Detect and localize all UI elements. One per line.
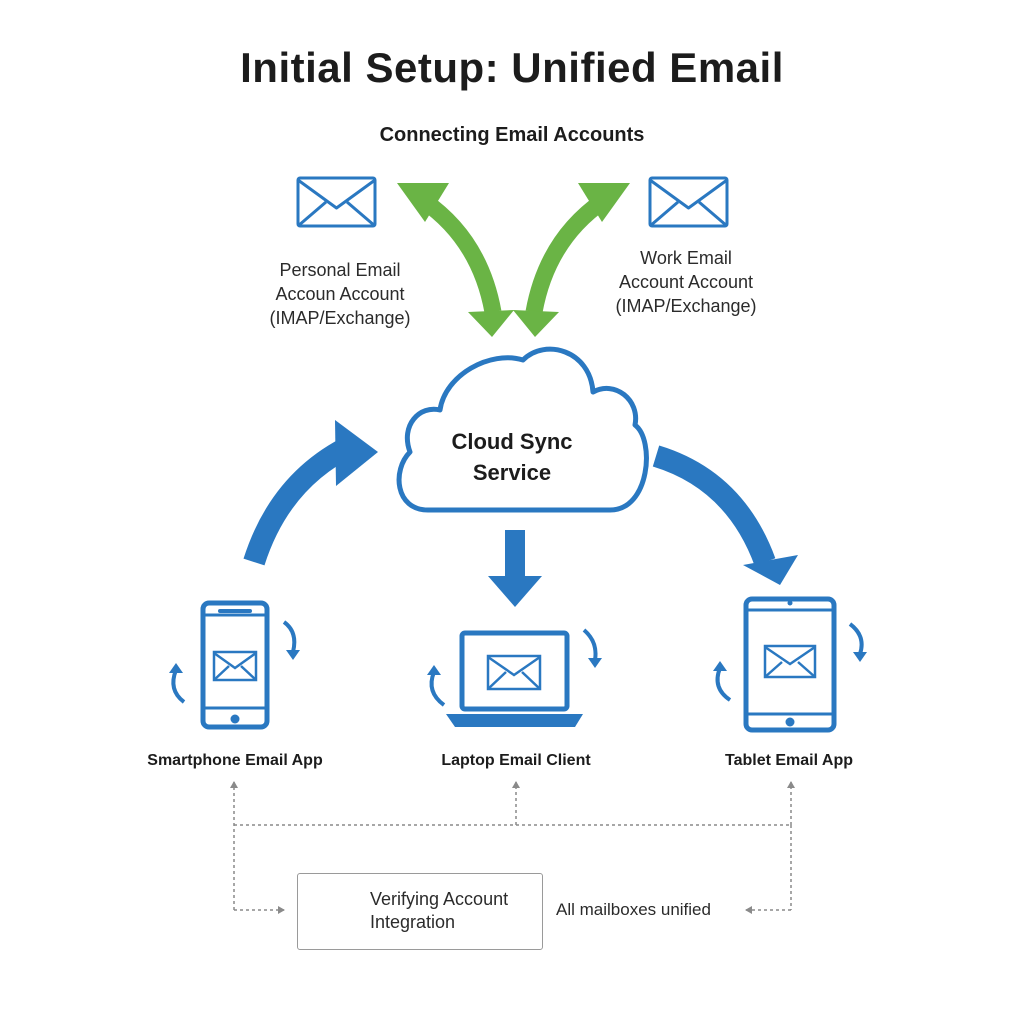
laptop-icon [446, 630, 583, 727]
personal-account-label-line: Accoun Account [275, 284, 405, 304]
laptop-refresh-icon [427, 628, 602, 707]
download-arrow-tablet-icon [652, 445, 798, 585]
cloud-service-label: Cloud Sync Service [412, 426, 612, 488]
personal-account-label: Personal Email Accoun Account (IMAP/Exch… [220, 258, 460, 330]
unified-status-text: All mailboxes unified [556, 900, 711, 919]
verification-label-line: Verifying Account [370, 889, 509, 909]
personal-account-label-line: (IMAP/Exchange) [269, 308, 411, 328]
download-arrow-laptop-icon [488, 530, 542, 607]
work-envelope-icon [648, 176, 729, 228]
work-account-label-line: (IMAP/Exchange) [615, 296, 757, 316]
smartphone-label: Smartphone Email App [147, 752, 323, 769]
upload-arrow-icon [243, 420, 378, 566]
personal-envelope-icon [296, 176, 377, 228]
tablet-refresh-icon [713, 622, 867, 702]
laptop-label: Laptop Email Client [441, 752, 591, 769]
tablet-icon [743, 596, 837, 733]
smartphone-refresh-icon [169, 620, 300, 704]
verification-label: Verifying Account Integration [370, 888, 540, 934]
smartphone-envelope-icon [212, 650, 258, 682]
work-sync-arrow-icon [513, 183, 630, 337]
laptop-envelope-icon [486, 654, 542, 691]
personal-account-label-line: Personal Email [279, 260, 401, 280]
work-account-label-line: Work Email [640, 248, 732, 268]
section-subtitle: Connecting Email Accounts [379, 124, 645, 146]
personal-sync-arrow-icon [397, 183, 514, 337]
tablet-label: Tablet Email App [724, 752, 853, 769]
work-account-label-line: Account Account [618, 272, 754, 292]
cloud-icon [396, 346, 649, 513]
cloud-label-line: Service [472, 460, 552, 485]
smartphone-icon [200, 600, 270, 730]
page-title: Initial Setup: Unified Email [240, 44, 784, 91]
verification-box [297, 873, 543, 950]
cloud-label-line: Cloud Sync [451, 429, 573, 454]
verification-label-line: Integration [370, 912, 456, 932]
tablet-envelope-icon [763, 644, 817, 679]
dotted-connector-lines [230, 781, 795, 914]
work-account-label: Work Email Account Account (IMAP/Exchang… [566, 246, 806, 318]
